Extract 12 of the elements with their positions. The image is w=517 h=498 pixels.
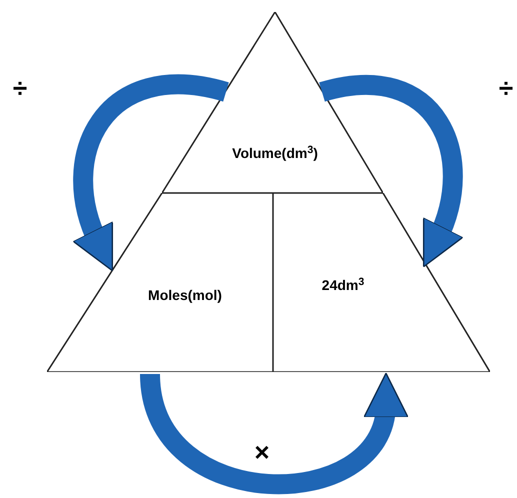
section-label: Volume(dm$^{3}$) [232,146,318,160]
edge-label: ÷ [498,75,514,101]
edge-label: × [254,439,270,465]
curved-arrow [140,372,406,494]
curved-arrow [320,75,464,268]
curved-arrow [72,74,228,272]
triangle-section [162,12,383,193]
section-label: 24dm$^{3}$ [322,278,364,292]
triangle-section [273,193,490,372]
edge-label: ÷ [12,75,28,101]
section-label: Moles(mol) [148,288,222,302]
triangle-section [47,193,273,372]
